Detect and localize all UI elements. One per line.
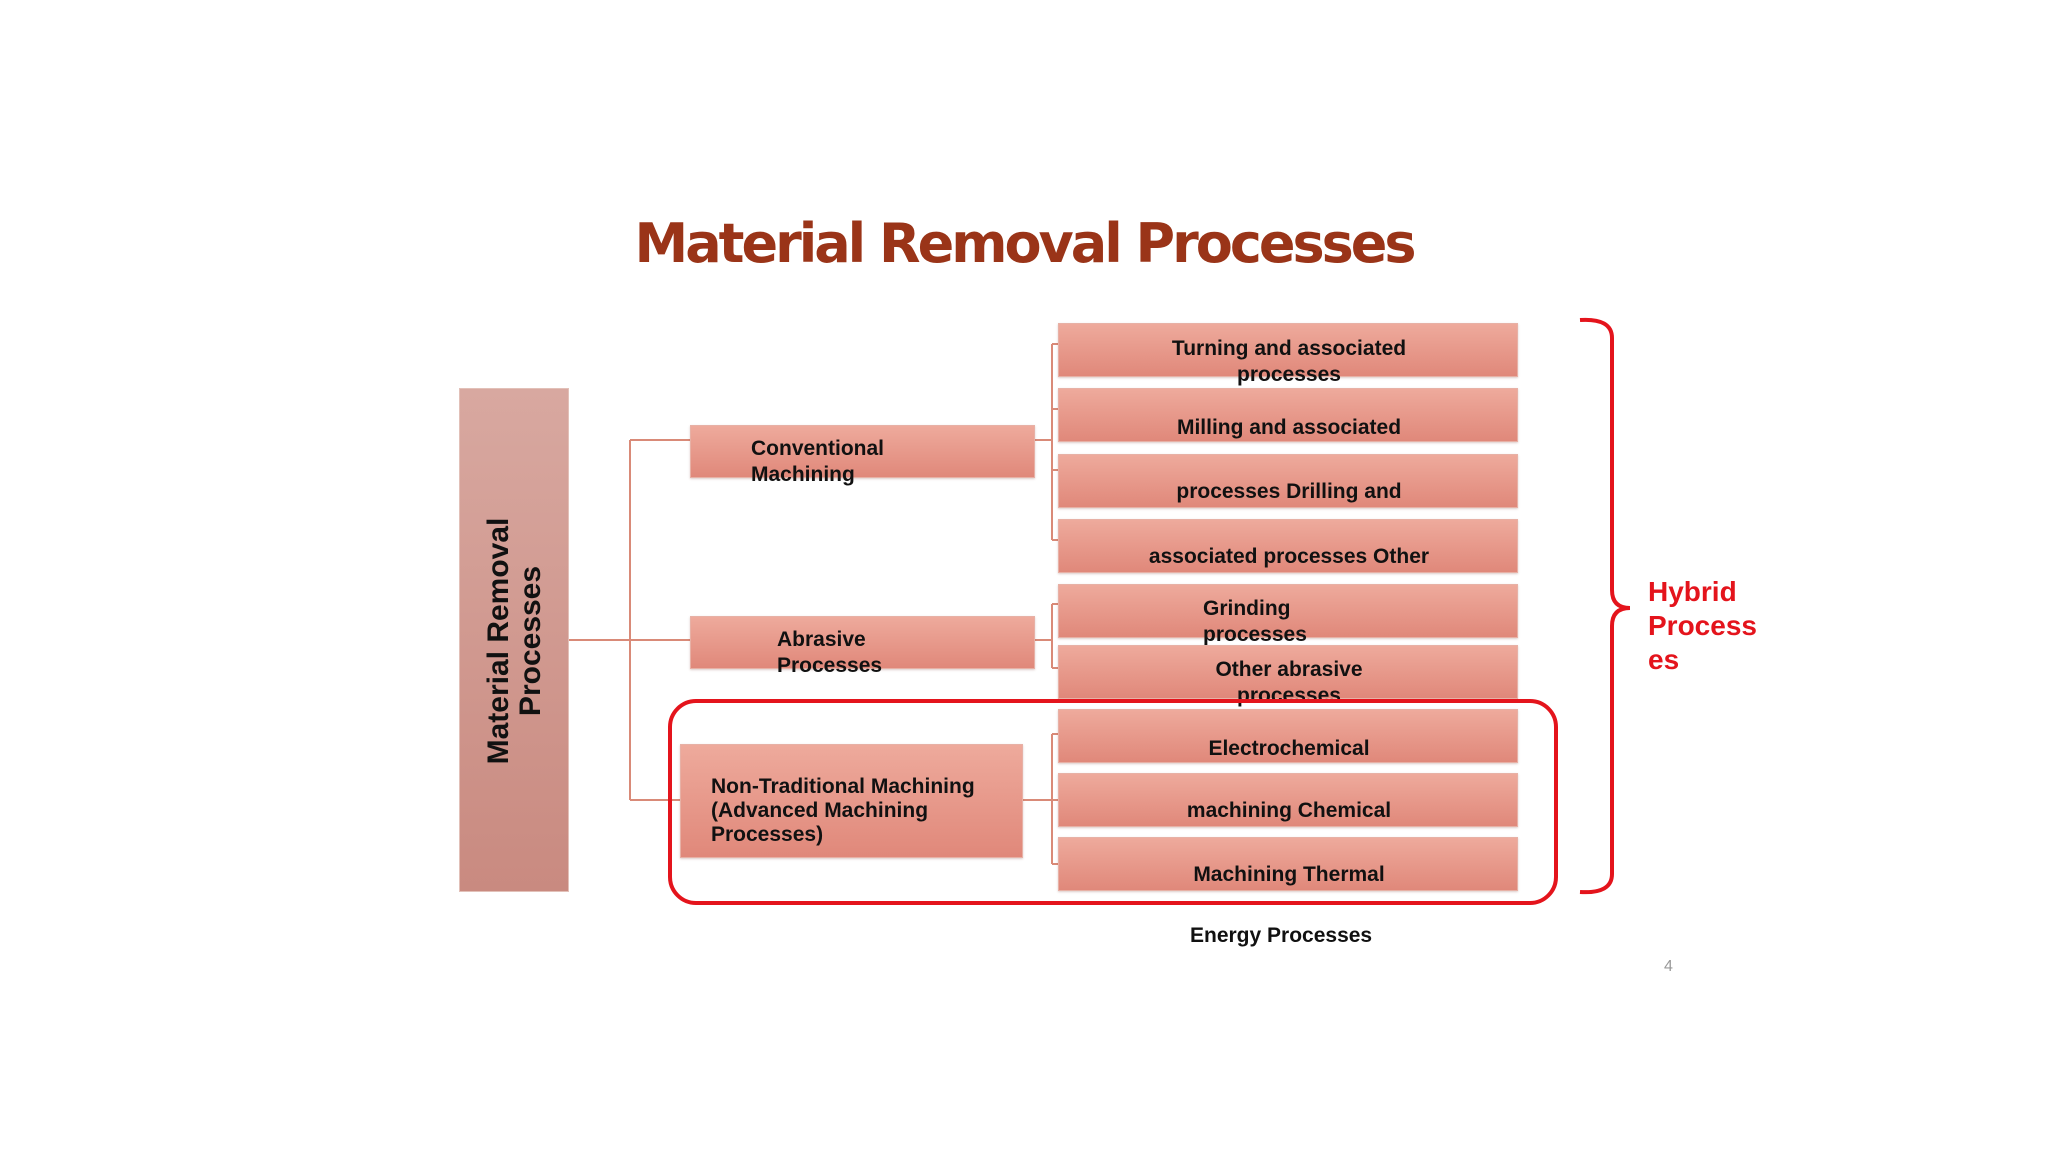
energy-processes-label: Energy Processes: [1190, 924, 1373, 947]
root-label: Material Removal Processes: [482, 517, 547, 765]
category-label: Non-Traditional Machining (Advanced Mach…: [711, 775, 975, 846]
leaf-label: Electrochemical: [1208, 737, 1370, 760]
page-number: 4: [1664, 958, 1673, 975]
leaf-label: Grinding processes: [1203, 597, 1307, 646]
page-title: Material Removal Processes: [634, 212, 1416, 275]
category-conventional-machining: Conventional Machining: [690, 425, 1035, 486]
category-label: Abrasive Processes: [777, 628, 883, 677]
root-box: Material Removal Processes: [459, 388, 569, 892]
leaf-box: Milling and associated: [1058, 388, 1518, 442]
leaf-label: Turning and associated processes: [1171, 337, 1407, 386]
leaf-box: associated processes Other: [1058, 519, 1518, 573]
leaf-box: Electrochemical: [1058, 709, 1518, 763]
hybrid-processes-label: Hybrid Process es: [1648, 576, 1757, 675]
category-abrasive-processes: Abrasive Processes: [690, 616, 1035, 677]
leaf-label: Machining Thermal: [1193, 863, 1385, 886]
leaf-label: Milling and associated: [1176, 416, 1402, 439]
category-non-traditional-machining: Non-Traditional Machining (Advanced Mach…: [680, 744, 1023, 858]
category-label: Conventional Machining: [751, 437, 885, 486]
leaf-box: Grinding processes: [1058, 584, 1518, 646]
leaf-box: machining Chemical: [1058, 773, 1518, 827]
hybrid-bracket: [1579, 317, 1631, 895]
leaf-box: Turning and associated processes: [1058, 323, 1518, 386]
leaf-box: Other abrasive processes: [1058, 645, 1518, 707]
non-traditional-highlight: [668, 699, 1558, 905]
leaf-label: machining Chemical: [1186, 799, 1392, 822]
leaf-box: processes Drilling and: [1058, 454, 1518, 508]
leaf-box: Machining Thermal: [1058, 837, 1518, 891]
leaf-label: processes Drilling and: [1176, 480, 1402, 503]
leaf-label: associated processes Other: [1148, 545, 1430, 568]
